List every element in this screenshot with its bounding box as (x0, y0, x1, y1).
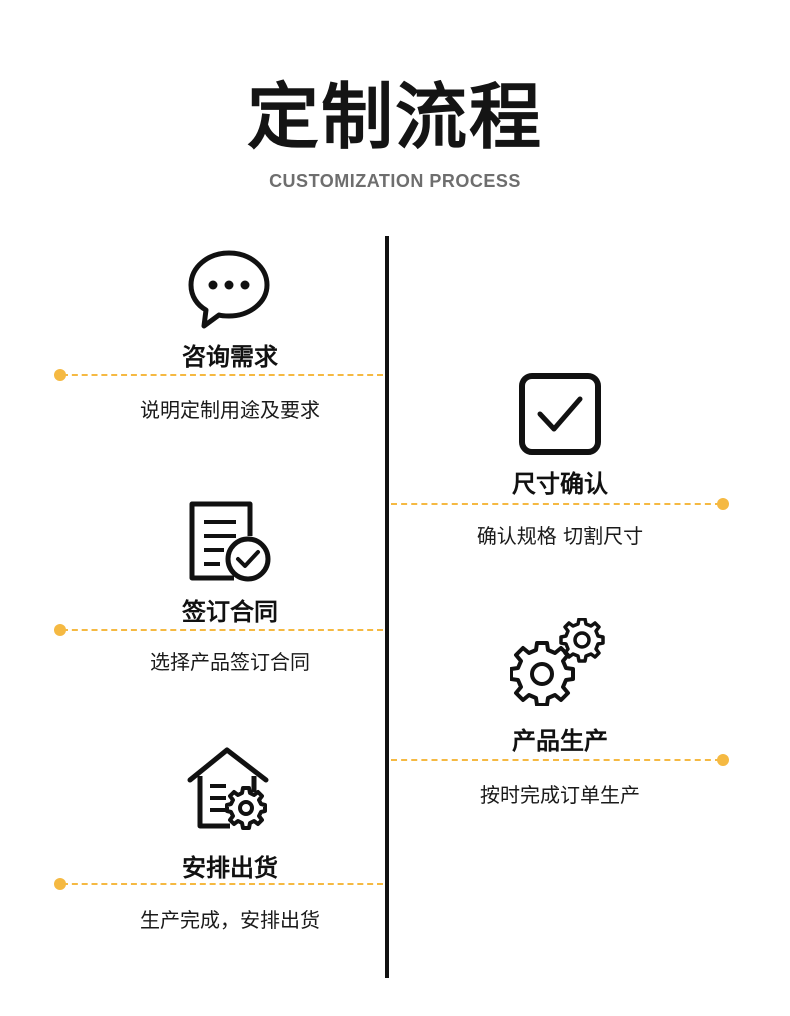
page-subtitle: CUSTOMIZATION PROCESS (269, 171, 521, 191)
step-description: 说明定制用途及要求 (140, 398, 320, 422)
timeline-dot (54, 369, 66, 381)
step-title: 尺寸确认 (512, 470, 608, 498)
step-description: 生产完成，安排出货 (140, 908, 320, 932)
gears-icon (510, 618, 605, 706)
timeline-connector (391, 503, 721, 505)
step-description: 确认规格 切割尺寸 (476, 524, 644, 548)
page-title: 定制流程 (246, 75, 543, 159)
timeline-dot (717, 498, 729, 510)
chat-bubble-icon (188, 250, 270, 329)
timeline-dot (54, 878, 66, 890)
step-description: 选择产品签订合同 (150, 650, 310, 674)
contract-document-icon (189, 501, 271, 582)
timeline-connector (391, 759, 721, 761)
timeline-connector (62, 629, 383, 631)
step-title: 产品生产 (512, 727, 608, 755)
checkbox-icon (519, 373, 601, 455)
timeline-dot (717, 754, 729, 766)
timeline-connector (62, 883, 383, 885)
step-title: 签订合同 (182, 598, 278, 626)
warehouse-gear-icon (187, 747, 269, 830)
timeline-connector (62, 374, 383, 376)
step-description: 按时完成订单生产 (480, 783, 640, 807)
step-title: 咨询需求 (182, 343, 278, 371)
timeline-divider (385, 236, 389, 978)
timeline-dot (54, 624, 66, 636)
step-title: 安排出货 (182, 854, 278, 882)
